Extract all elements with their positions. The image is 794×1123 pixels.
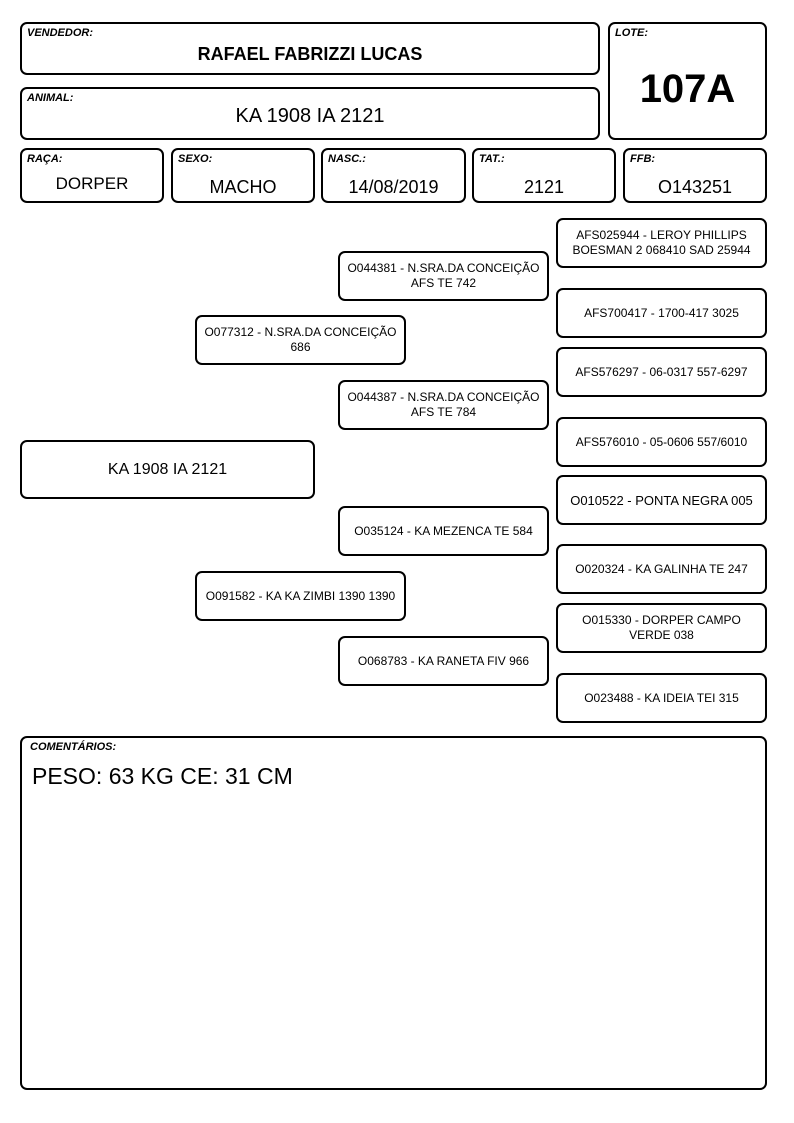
pedigree-dam: O091582 - KA KA ZIMBI 1390 1390: [195, 571, 406, 621]
pedigree-animal: KA 1908 IA 2121: [20, 440, 315, 499]
pedigree-grandparent-text: O044381 - N.SRA.DA CONCEIÇÃO AFS TE 742: [347, 261, 540, 290]
pedigree-great-grandparent: O010522 - PONTA NEGRA 005: [556, 475, 767, 525]
pedigree-great-grandparent-text: O020324 - KA GALINHA TE 247: [575, 561, 748, 576]
vendedor-value: RAFAEL FABRIZZI LUCAS: [197, 44, 423, 64]
pedigree-great-grandparent-text: O010522 - PONTA NEGRA 005: [570, 492, 753, 508]
ffb-field: FFB: O143251: [623, 148, 767, 203]
sexo-label: SEXO:: [178, 153, 213, 165]
raca-label: RAÇA:: [27, 153, 63, 165]
tat-field: TAT.: 2121: [472, 148, 616, 203]
pedigree-great-grandparent-text: AFS025944 - LEROY PHILLIPS BOESMAN 2 068…: [572, 228, 751, 257]
sexo-field: SEXO: MACHO: [171, 148, 315, 203]
pedigree-sire-text: O077312 - N.SRA.DA CONCEIÇÃO 686: [204, 325, 397, 354]
pedigree-great-grandparent: AFS576297 - 06-0317 557-6297: [556, 347, 767, 397]
lote-label: LOTE:: [615, 27, 648, 39]
pedigree-great-grandparent: O023488 - KA IDEIA TEI 315: [556, 673, 767, 723]
pedigree-dam-text: O091582 - KA KA ZIMBI 1390 1390: [205, 588, 396, 603]
vendedor-label: VENDEDOR:: [27, 27, 94, 39]
pedigree-great-grandparent: AFS025944 - LEROY PHILLIPS BOESMAN 2 068…: [556, 218, 767, 268]
tat-label: TAT.:: [479, 153, 505, 165]
sexo-value: MACHO: [209, 177, 277, 197]
pedigree-great-grandparent-text: O015330 - DORPER CAMPO VERDE 038: [582, 613, 741, 642]
pedigree-animal-text: KA 1908 IA 2121: [107, 461, 228, 478]
animal-label: ANIMAL:: [27, 92, 74, 104]
ffb-value: O143251: [657, 177, 733, 197]
raca-field: RAÇA: DORPER: [20, 148, 164, 203]
comentarios-value: PESO: 63 KG CE: 31 CM: [32, 763, 293, 789]
pedigree-great-grandparent-text: AFS576010 - 05-0606 557/6010: [575, 434, 748, 449]
raca-value: DORPER: [55, 174, 129, 193]
pedigree-great-grandparent: AFS576010 - 05-0606 557/6010: [556, 417, 767, 467]
nasc-field: NASC.: 14/08/2019: [321, 148, 466, 203]
comentarios-field: COMENTÁRIOS: PESO: 63 KG CE: 31 CM: [20, 736, 767, 1090]
vendedor-field: VENDEDOR: RAFAEL FABRIZZI LUCAS: [20, 22, 600, 75]
tat-value: 2121: [523, 177, 565, 197]
pedigree-great-grandparent: O020324 - KA GALINHA TE 247: [556, 544, 767, 594]
pedigree-grandparent-text: O044387 - N.SRA.DA CONCEIÇÃO AFS TE 784: [347, 390, 540, 419]
pedigree-grandparent: O044387 - N.SRA.DA CONCEIÇÃO AFS TE 784: [338, 380, 549, 430]
pedigree-great-grandparent-text: O023488 - KA IDEIA TEI 315: [584, 690, 739, 705]
lote-field: LOTE: 107A: [608, 22, 767, 140]
comentarios-label: COMENTÁRIOS:: [30, 741, 117, 753]
pedigree-great-grandparent-text: AFS576297 - 06-0317 557-6297: [575, 364, 748, 379]
animal-value: KA 1908 IA 2121: [235, 105, 385, 127]
nasc-value: 14/08/2019: [348, 177, 439, 197]
pedigree-grandparent-text: O035124 - KA MEZENCA TE 584: [354, 523, 533, 538]
pedigree-grandparent-text: O068783 - KA RANETA FIV 966: [357, 653, 530, 668]
ffb-label: FFB:: [630, 153, 656, 165]
pedigree-great-grandparent: O015330 - DORPER CAMPO VERDE 038: [556, 603, 767, 653]
animal-field: ANIMAL: KA 1908 IA 2121: [20, 87, 600, 140]
pedigree-great-grandparent: AFS700417 - 1700-417 3025: [556, 288, 767, 338]
pedigree-grandparent: O068783 - KA RANETA FIV 966: [338, 636, 549, 686]
pedigree-great-grandparent-text: AFS700417 - 1700-417 3025: [584, 305, 739, 320]
lote-value: 107A: [639, 67, 736, 111]
pedigree-sire: O077312 - N.SRA.DA CONCEIÇÃO 686: [195, 315, 406, 365]
pedigree-grandparent: O035124 - KA MEZENCA TE 584: [338, 506, 549, 556]
nasc-label: NASC.:: [328, 153, 366, 165]
pedigree-grandparent: O044381 - N.SRA.DA CONCEIÇÃO AFS TE 742: [338, 251, 549, 301]
